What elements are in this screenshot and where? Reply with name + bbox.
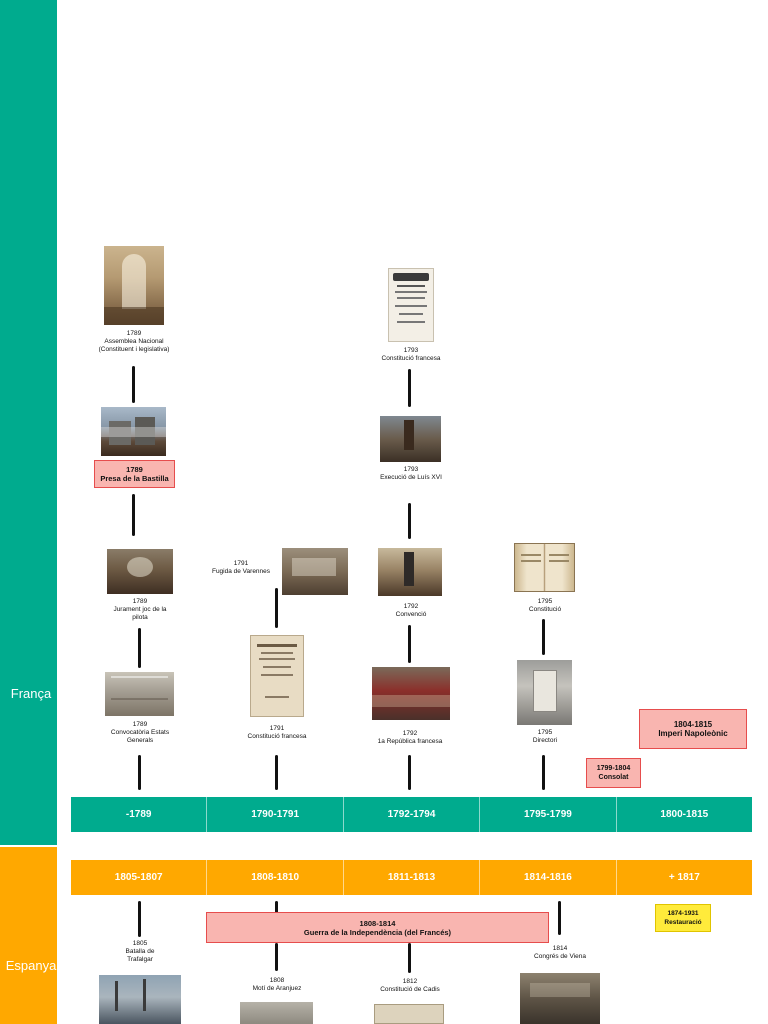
spain-period: 1811-1813 bbox=[344, 860, 481, 895]
imperi-box: 1804-1815 Imperi Napoleònic bbox=[639, 709, 747, 749]
assemblea-image bbox=[104, 246, 164, 325]
execucio-caption: 1793 Execució de Luís XVI bbox=[380, 466, 442, 481]
spain-period: 1808-1810 bbox=[207, 860, 344, 895]
connector bbox=[138, 901, 141, 937]
connector bbox=[408, 943, 411, 973]
connector bbox=[138, 755, 141, 790]
constitucio-1795-caption: 1795 Constitució bbox=[528, 598, 562, 613]
connector bbox=[132, 366, 135, 403]
connector bbox=[275, 755, 278, 790]
connector bbox=[138, 628, 141, 668]
aranjuez-caption: 1808 Motí de Aranjuez bbox=[252, 977, 302, 992]
cadis-caption: 1812 Constitució de Cadis bbox=[380, 978, 440, 993]
connector bbox=[275, 901, 278, 913]
connector bbox=[275, 943, 278, 971]
aranjuez-image bbox=[240, 1002, 313, 1024]
trafalgar-image bbox=[99, 975, 181, 1024]
cadis-image bbox=[374, 1004, 444, 1024]
spain-period: 1814-1816 bbox=[480, 860, 617, 895]
spain-timeline-bar: 1805-1807 1808-1810 1811-1813 1814-1816 … bbox=[71, 860, 752, 895]
directori-image bbox=[517, 660, 572, 725]
execucio-image bbox=[380, 416, 441, 462]
republica-caption: 1792 1a República francesa bbox=[377, 730, 443, 745]
france-sidebar bbox=[0, 0, 57, 845]
connector bbox=[558, 901, 561, 935]
connector bbox=[408, 503, 411, 539]
spain-sidebar bbox=[0, 847, 57, 1024]
assemblea-caption: 1789 Assemblea Nacional (Constituent i l… bbox=[98, 330, 170, 353]
france-period: 1795-1799 bbox=[480, 797, 617, 832]
constitucio-1793-caption: 1793 Constitució francesa bbox=[381, 347, 441, 362]
viena-caption: 1814 Congrés de Viena bbox=[534, 945, 586, 960]
connector bbox=[408, 755, 411, 790]
convocatoria-image bbox=[105, 672, 174, 716]
directori-caption: 1795 Directori bbox=[532, 729, 558, 744]
republica-image bbox=[372, 667, 450, 720]
convocatoria-caption: 1789 Convocatòria Estats Generals bbox=[110, 721, 170, 744]
connector bbox=[275, 588, 278, 628]
france-period: 1790-1791 bbox=[207, 797, 344, 832]
consolat-box: 1799-1804 Consolat bbox=[586, 758, 641, 788]
connector bbox=[132, 494, 135, 536]
connector bbox=[542, 619, 545, 655]
trafalgar-caption: 1805 Batalla de Trafalgar bbox=[125, 940, 155, 963]
convencio-image bbox=[378, 548, 442, 596]
viena-image bbox=[520, 973, 600, 1024]
connector bbox=[542, 755, 545, 790]
france-period: -1789 bbox=[71, 797, 208, 832]
constitucio-1793-image bbox=[388, 268, 434, 342]
jurament-image bbox=[107, 549, 173, 594]
constitucio-1795-image bbox=[514, 543, 575, 592]
guerra-box: 1808-1814 Guerra de la Independència (de… bbox=[206, 912, 549, 943]
jurament-caption: 1789 Jurament joc de la pilota bbox=[113, 598, 167, 621]
spain-label: Espanya bbox=[5, 958, 57, 973]
france-period: 1792-1794 bbox=[344, 797, 481, 832]
constitucio-1791-caption: 1791 Constitució francesa bbox=[247, 725, 307, 740]
spain-period: + 1817 bbox=[668, 872, 700, 883]
france-period: 1800-1815 bbox=[660, 809, 709, 820]
convencio-caption: 1792 Convenció bbox=[395, 603, 427, 618]
varennes-image bbox=[282, 548, 348, 595]
constitucio-1791-image bbox=[250, 635, 304, 717]
bastilla-box: 1789 Presa de la Bastilla bbox=[94, 460, 175, 488]
spain-period: 1805-1807 bbox=[71, 860, 208, 895]
france-label: França bbox=[10, 686, 52, 701]
bastilla-image bbox=[101, 407, 166, 456]
varennes-caption: 1791 Fugida de Varennes bbox=[211, 560, 271, 575]
restauracio-box: 1874-1931 Restauració bbox=[655, 904, 711, 932]
france-timeline-bar: -1789 1790-1791 1792-1794 1795-1799 1800… bbox=[71, 797, 752, 832]
connector bbox=[408, 625, 411, 663]
connector bbox=[408, 369, 411, 407]
